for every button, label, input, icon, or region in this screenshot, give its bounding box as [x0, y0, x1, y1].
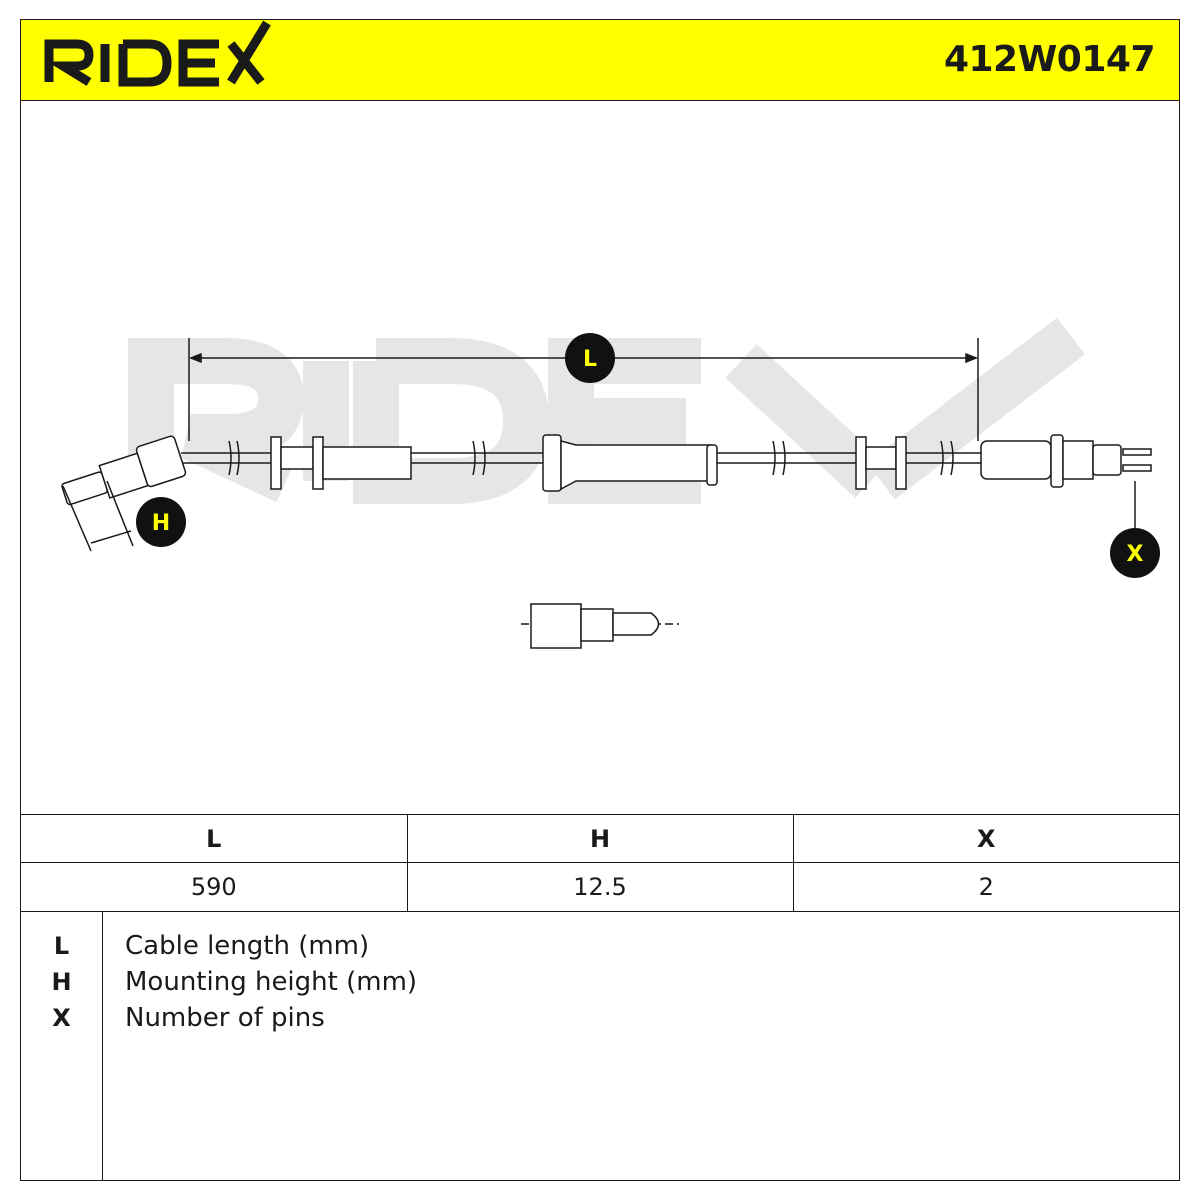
sensor-drawing: L H X — [61, 317, 1160, 649]
legend-row-H: H Mounting height (mm) — [21, 964, 1179, 1000]
marker-H: H — [136, 497, 186, 547]
cable-grommet — [542, 434, 718, 492]
spec-value-X: 2 — [792, 862, 1179, 912]
h-leader-1 — [62, 485, 92, 552]
marker-X-label: X — [1127, 542, 1144, 567]
marker-H-label: H — [152, 511, 170, 536]
datasheet: 412W0147 — [20, 19, 1180, 1181]
cable-clip-1 — [270, 436, 412, 490]
marker-X: X — [1110, 528, 1160, 578]
spec-header-X: X — [792, 814, 1179, 863]
right-connector — [980, 434, 1152, 488]
dimension-L-arrow-left — [188, 352, 202, 364]
legend-description: Cable length (mm) — [125, 931, 370, 961]
ridex-watermark — [128, 317, 1085, 504]
cable-clip-2 — [855, 436, 907, 490]
cable-break-3 — [772, 440, 786, 476]
spec-header-H: H — [406, 814, 793, 863]
cable-break-4 — [940, 440, 954, 476]
legend: L Cable length (mm) H Mounting height (m… — [21, 911, 1179, 1180]
legend-key: H — [51, 968, 72, 996]
spec-value-H: 12.5 — [406, 862, 793, 912]
h-dimension-line — [90, 530, 132, 544]
marker-L: L — [565, 333, 615, 383]
legend-description: Mounting height (mm) — [125, 967, 418, 997]
legend-row-L: L Cable length (mm) — [21, 928, 1179, 964]
brand-logo — [44, 20, 271, 87]
legend-description: Number of pins — [125, 1003, 325, 1033]
marker-L-label: L — [583, 347, 597, 372]
h-leader-2 — [106, 480, 134, 547]
detail-connector — [521, 603, 681, 649]
legend-key: L — [53, 932, 70, 960]
spec-table: L H X 590 12.5 2 — [21, 814, 1179, 912]
header-bar: 412W0147 — [21, 20, 1179, 101]
cable-break-2 — [472, 440, 486, 476]
legend-key: X — [52, 1004, 71, 1032]
legend-divider — [102, 911, 103, 1180]
left-sensor-head — [61, 435, 187, 506]
spec-table-header-row: L H X — [21, 814, 1179, 863]
spec-value-L: 590 — [21, 862, 407, 912]
legend-row-X: X Number of pins — [21, 1000, 1179, 1036]
cable-break-1 — [228, 440, 240, 476]
spec-header-L: L — [21, 814, 407, 863]
spec-table-value-row: 590 12.5 2 — [21, 862, 1179, 912]
dimension-L-arrow-right — [965, 352, 979, 364]
part-number: 412W0147 — [943, 39, 1156, 80]
